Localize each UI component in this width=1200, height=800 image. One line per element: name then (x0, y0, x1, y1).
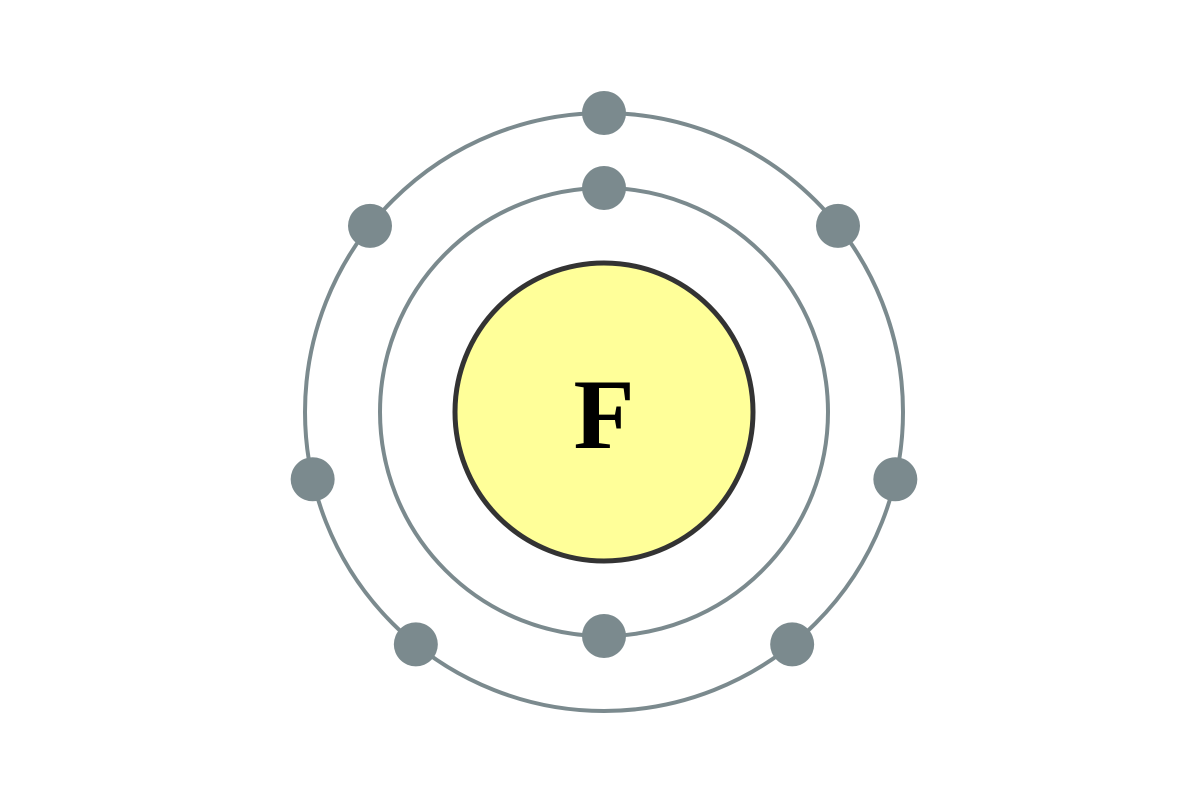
outer-shell-electron (770, 622, 815, 667)
nucleus (452, 260, 756, 564)
outer-shell-electron (290, 457, 335, 502)
outer-shell-electron (348, 203, 393, 248)
outer-shell-electron (815, 203, 860, 248)
inner-shell-electron (582, 166, 626, 210)
electrons (290, 91, 918, 667)
outer-shell-electron (873, 457, 918, 502)
inner-shell-electron (582, 614, 626, 658)
element-symbol: F (573, 359, 634, 470)
outer-shell-electron (582, 91, 626, 135)
outer-shell-electron (393, 622, 438, 667)
